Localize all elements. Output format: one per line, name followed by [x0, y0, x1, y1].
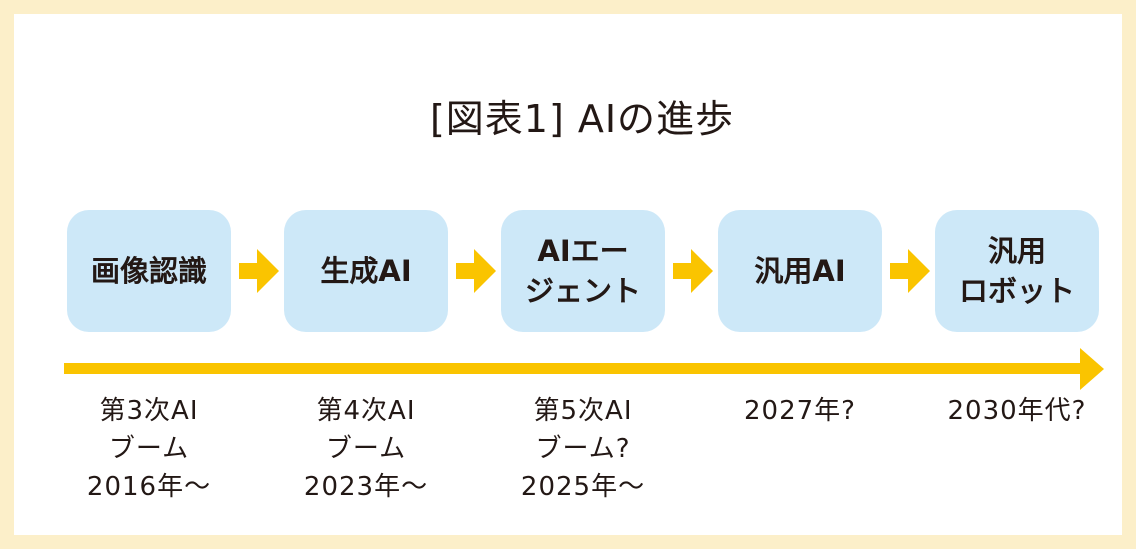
- stage-generative-ai: 生成AI: [284, 210, 448, 332]
- stage-period-label: 第4次AI ブーム 2023年〜: [303, 396, 429, 502]
- stage-period-label: 2030年代?: [947, 396, 1087, 426]
- stage-general-robot: 汎用 ロボット: [935, 210, 1099, 332]
- timeline-arrow: [64, 348, 1104, 390]
- arrow-right-icon: [456, 249, 496, 293]
- stage-period-label: 2027年?: [744, 396, 856, 426]
- arrow-right-icon: [673, 249, 713, 293]
- stage-period-label: 第3次AI ブーム 2016年〜: [86, 396, 212, 502]
- stage-period-label: 第5次AI ブーム? 2025年〜: [520, 396, 646, 502]
- stage-ai-agent: AIエー ジェント: [501, 210, 665, 332]
- stage-general-ai: 汎用AI: [718, 210, 882, 332]
- diagram-title: [図表1] AIの進歩: [429, 97, 735, 141]
- arrow-right-icon: [239, 249, 279, 293]
- stage-image-recognition: 画像認識: [67, 210, 231, 332]
- arrow-right-icon: [890, 249, 930, 293]
